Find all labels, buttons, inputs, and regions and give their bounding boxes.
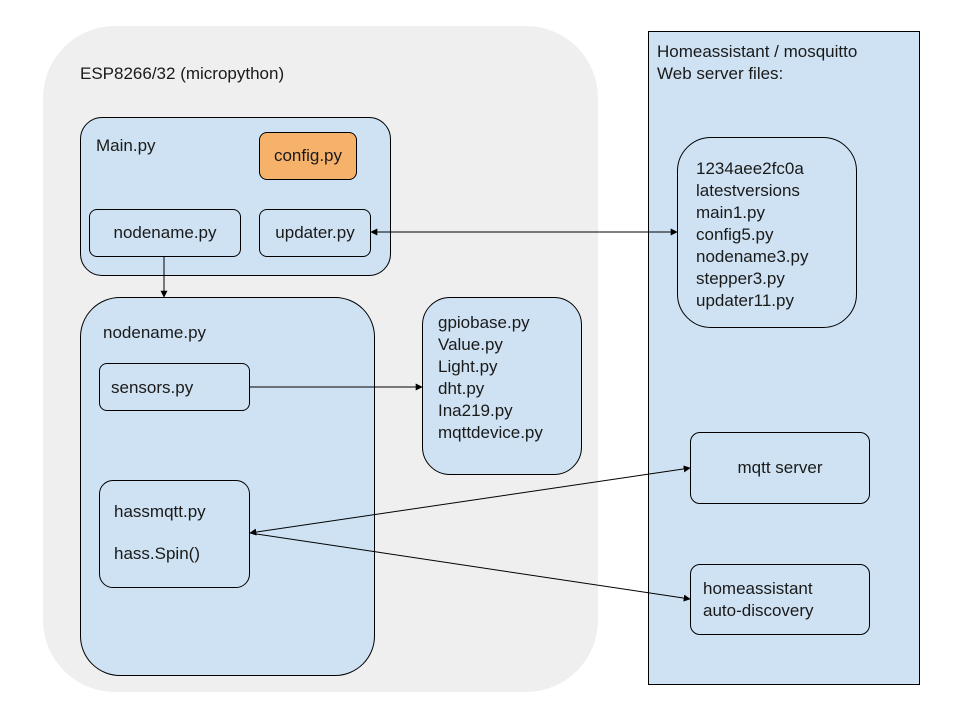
config-py-label: config.py (273, 146, 343, 165)
esp-region-title: ESP8266/32 (micropython) (80, 64, 285, 83)
hassmqtt-py-label: hassmqtt.py (114, 502, 206, 521)
ha-discovery-line2: auto-discovery (703, 601, 814, 620)
server-files-box: 1234aee2fc0a latestversions main1.py con… (677, 137, 857, 328)
main-py-title: Main.py (96, 136, 156, 155)
modules-box: gpiobase.py Value.py Light.py dht.py Ina… (422, 297, 582, 475)
config-py-box: config.py (259, 132, 357, 180)
sensors-py-label: sensors.py (111, 378, 194, 397)
ha-discovery-line1: homeassistant (703, 579, 813, 598)
hassmqtt-py-box: hassmqtt.py hass.Spin() (99, 480, 250, 588)
updater-py-box: updater.py (259, 209, 371, 257)
main-nodename-py-label: nodename.py (113, 223, 217, 242)
ha-region-title-line1: Homeassistant / mosquitto (657, 42, 858, 61)
mqtt-server-label: mqtt server (737, 458, 823, 477)
hass-spin-label: hass.Spin() (114, 544, 200, 563)
mqtt-server-box: mqtt server (690, 432, 870, 504)
server-files-list: 1234aee2fc0a latestversions main1.py con… (696, 159, 809, 310)
nodename-py-title: nodename.py (103, 323, 207, 342)
sensors-py-box: sensors.py (99, 363, 250, 411)
updater-py-label: updater.py (275, 223, 355, 242)
modules-list: gpiobase.py Value.py Light.py dht.py Ina… (438, 313, 543, 442)
ha-region-title-line2: Web server files: (657, 64, 784, 83)
ha-discovery-box: homeassistant auto-discovery (690, 564, 870, 635)
main-nodename-py-box: nodename.py (89, 209, 241, 257)
